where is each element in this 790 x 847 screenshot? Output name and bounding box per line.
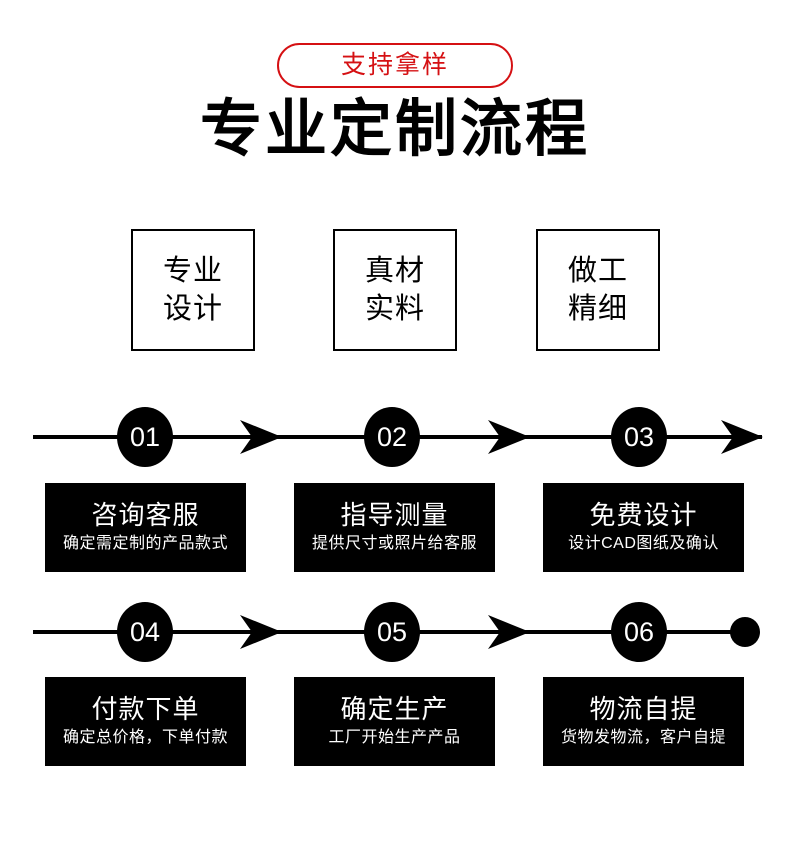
feature-box-professional-design: 专业 设计 [131,229,255,351]
timeline-step-03: 03 [611,407,667,467]
card-title: 指导测量 [340,500,449,531]
feature-line-1: 真材 [364,254,425,287]
card-subtitle: 工厂开始生产产品 [328,729,461,747]
feature-line-2: 设计 [162,293,223,325]
timeline-step-06: 06 [611,602,667,662]
card-subtitle: 货物发物流，客户自提 [560,729,726,747]
arrowhead-icon [240,615,282,649]
feature-line-2: 精细 [567,293,628,325]
process-card-free-design: 免费设计 设计CAD图纸及确认 [543,483,744,572]
card-subtitle: 设计CAD图纸及确认 [568,535,719,553]
card-title: 咨询客服 [91,500,200,531]
feature-box-genuine-material: 真材 实料 [333,229,457,351]
card-title: 免费设计 [589,500,698,531]
process-card-consult: 咨询客服 确定需定制的产品款式 [45,483,246,572]
timeline-row-2: 04 05 06 [0,597,790,667]
feature-line-1: 做工 [567,254,628,287]
timeline-step-01: 01 [117,407,173,467]
feature-box-row: 专业 设计 真材 实料 做工 精细 [0,229,790,351]
feature-line-2: 实料 [364,293,425,325]
card-subtitle: 提供尺寸或照片给客服 [311,535,477,553]
feature-box-fine-workmanship: 做工 精细 [536,229,660,351]
arrowhead-icon [488,615,530,649]
timeline-row-1: 01 02 03 [0,402,790,472]
process-card-logistics: 物流自提 货物发物流，客户自提 [543,677,744,766]
page-title: 专业定制流程 [199,95,590,164]
card-title: 物流自提 [589,694,698,725]
card-title: 付款下单 [91,694,200,725]
feature-line-1: 专业 [162,254,223,287]
timeline-step-04: 04 [117,602,173,662]
process-card-row-2: 付款下单 确定总价格，下单付款 确定生产 工厂开始生产产品 物流自提 货物发物流… [0,677,790,767]
process-card-production: 确定生产 工厂开始生产产品 [294,677,495,766]
process-card-row-1: 咨询客服 确定需定制的产品款式 指导测量 提供尺寸或照片给客服 免费设计 设计C… [0,483,790,573]
card-title: 确定生产 [340,694,449,725]
arrowhead-icon [488,420,530,454]
timeline-step-02: 02 [364,407,420,467]
arrowhead-icon [240,420,282,454]
sample-support-badge: 支持拿样 [277,43,513,88]
timeline-step-05: 05 [364,602,420,662]
arrowhead-icon [721,420,763,454]
endpoint-dot-icon [730,617,760,647]
process-card-measure: 指导测量 提供尺寸或照片给客服 [294,483,495,572]
card-subtitle: 确定总价格，下单付款 [62,729,228,747]
process-card-payment: 付款下单 确定总价格，下单付款 [45,677,246,766]
card-subtitle: 确定需定制的产品款式 [62,535,228,553]
